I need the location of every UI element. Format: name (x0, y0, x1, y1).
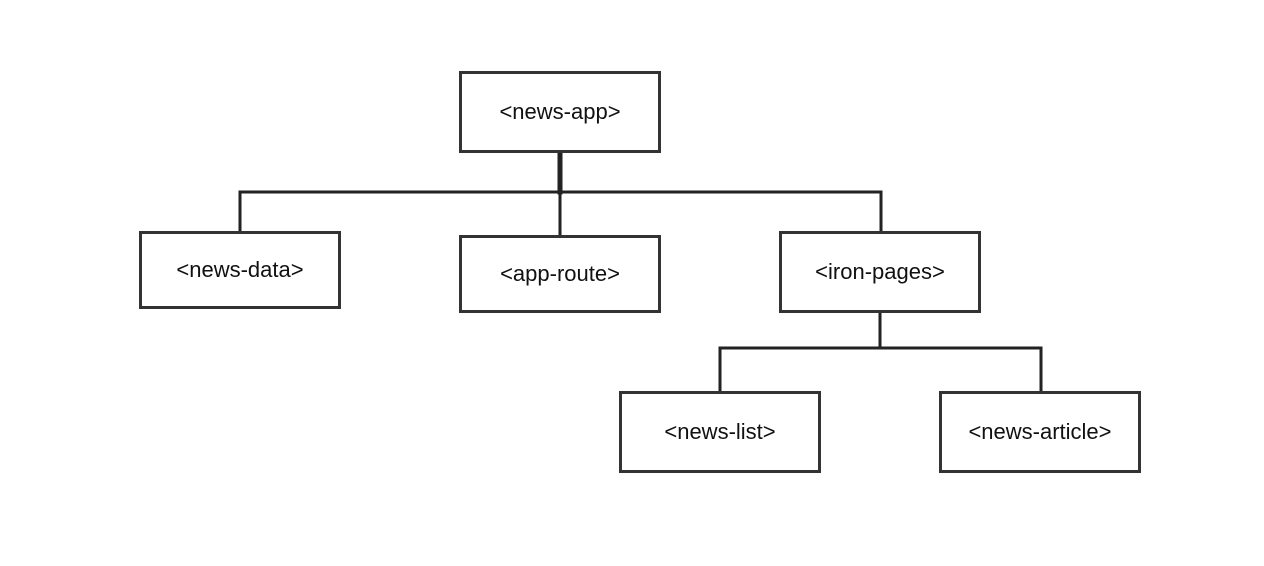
node-label-news-list: <news-list> (664, 419, 776, 444)
node-app-route: <app-route> (459, 235, 661, 313)
node-label-news-article: <news-article> (968, 419, 1112, 444)
node-news-list: <news-list> (619, 391, 821, 473)
node-iron-pages: <iron-pages> (779, 231, 981, 313)
node-news-article: <news-article> (939, 391, 1141, 473)
node-label-iron-pages: <iron-pages> (815, 259, 945, 284)
node-label-news-data: <news-data> (176, 257, 304, 282)
node-label-news-app: <news-app> (499, 99, 621, 124)
node-news-app: <news-app> (459, 71, 661, 153)
node-news-data: <news-data> (139, 231, 341, 309)
node-label-app-route: <app-route> (500, 261, 620, 286)
